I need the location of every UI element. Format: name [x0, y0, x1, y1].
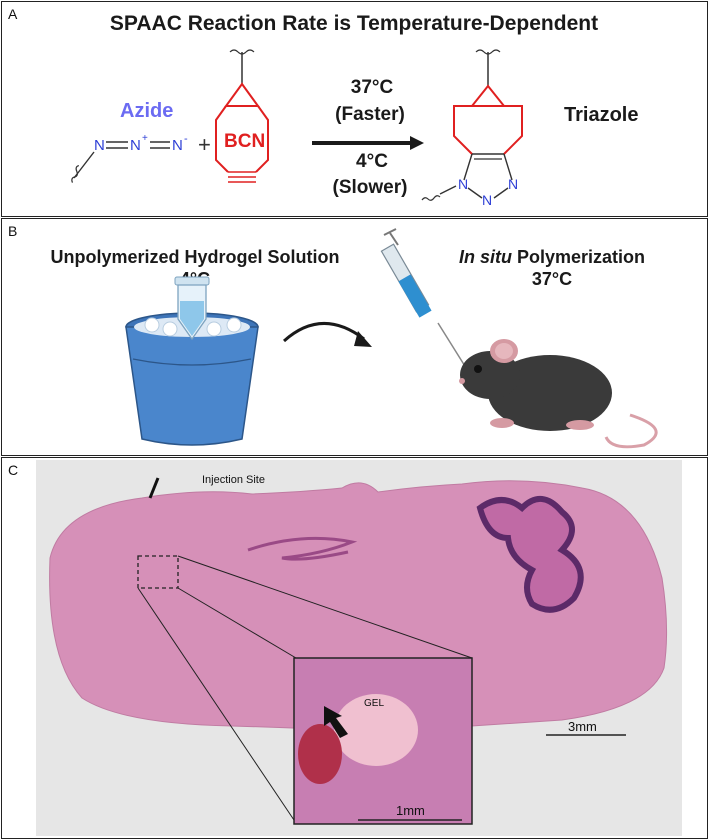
azide-n2: N — [130, 137, 141, 154]
panel-b: B Unpolymerized Hydrogel Solution 4°C In… — [1, 218, 708, 456]
triazole-n-bond — [439, 185, 457, 195]
microcentrifuge-tube-icon — [174, 276, 210, 341]
gel-arrow — [324, 706, 348, 738]
scale-label-inset: 1mm — [396, 803, 425, 818]
azide-n1: N — [94, 137, 105, 154]
mouse-icon — [459, 339, 658, 449]
zoom-line-3 — [137, 587, 297, 824]
right-title-italic: In situ — [458, 247, 512, 267]
triazole-5ring — [463, 153, 513, 199]
azide-bond — [73, 151, 95, 179]
triazole-ring — [453, 105, 523, 155]
right-title-rest: Polymerization — [511, 247, 646, 267]
roi-box — [137, 555, 179, 589]
triazole-cyclopropane — [469, 84, 507, 107]
azide-wavy-bond — [71, 164, 80, 183]
injection-arrow — [148, 477, 160, 499]
reaction-arrow-head — [410, 136, 424, 150]
injection-site-label: Injection Site — [202, 474, 265, 486]
triazole-label: Triazole — [564, 104, 639, 126]
bcn-ring — [215, 105, 269, 173]
transfer-arrow — [283, 322, 365, 343]
cerebellum — [476, 496, 584, 613]
transfer-arrow-head — [354, 331, 372, 347]
plus-sign: + — [198, 132, 211, 157]
panel-a-label: A — [8, 6, 18, 22]
azide-label: Azide — [120, 100, 174, 122]
panel-a-structures — [71, 49, 523, 201]
condition-hot-desc: (Faster) — [335, 104, 405, 125]
triazole-n2: N — [482, 192, 493, 208]
panel-c-label: C — [8, 462, 19, 478]
panel-a-title: SPAAC Reaction Rate is Temperature-Depen… — [109, 12, 599, 35]
panel-c: C Injection Site GEL 3mm 1mm — [1, 457, 708, 839]
bcn-label: BCN — [224, 131, 266, 152]
right-temp: 37°C — [531, 269, 573, 289]
zoom-line-1 — [177, 587, 297, 659]
condition-cold-desc: (Slower) — [332, 177, 408, 198]
condition-hot-temp: 37°C — [350, 77, 394, 98]
hemorrhage-region — [298, 724, 342, 784]
azide-n3: N — [172, 137, 183, 154]
histology-image — [49, 477, 668, 825]
hippocampus — [247, 536, 358, 561]
gel-label: GEL — [364, 698, 385, 709]
condition-cold-temp: 4°C — [356, 151, 388, 172]
panel-a: A SPAAC Reaction Rate is Temperature-Dep… — [1, 1, 708, 217]
gel-region — [334, 694, 418, 766]
syringe-icon — [380, 228, 469, 372]
scale-label-main: 3mm — [568, 719, 597, 734]
zoom-line-2 — [177, 555, 473, 659]
panel-b-illustration — [125, 228, 658, 449]
triazole-n1: N — [458, 176, 469, 192]
panel-b-label: B — [8, 223, 18, 239]
azide-n2-charge: + — [142, 133, 148, 144]
triazole-wavy-bond — [421, 195, 441, 201]
right-title: In situ Polymerization — [422, 247, 682, 268]
bcn-cyclopropane — [224, 82, 260, 107]
azide-n3-charge: - — [184, 133, 188, 145]
triazole-n3: N — [508, 176, 519, 192]
left-title: Unpolymerized Hydrogel Solution — [50, 247, 340, 267]
